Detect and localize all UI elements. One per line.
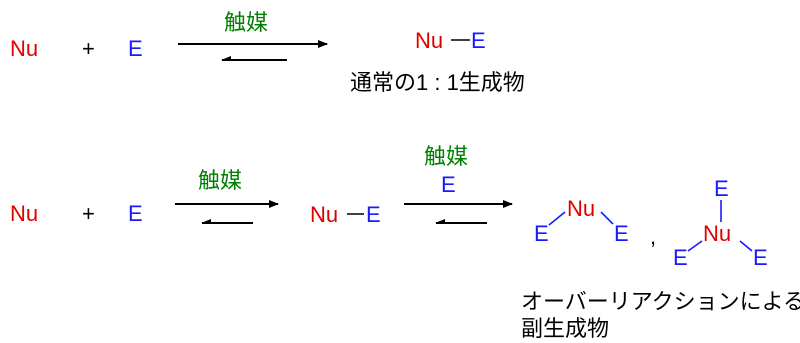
reaction-1: Nu + E 触媒 Nu E 通常の1 : 1生成物 (10, 10, 525, 95)
r2-plus: + (82, 201, 95, 226)
byproduct-triple-addition: E Nu E E (673, 176, 768, 270)
bp2-left-bond (687, 240, 703, 252)
r2-caption-line-2: 副生成物 (521, 316, 609, 341)
bp2-center-nu: Nu (703, 221, 731, 246)
bp2-right-bond (739, 240, 753, 252)
r2-catalyst-label-2: 触媒 (424, 144, 468, 169)
bp2-top-e: E (714, 176, 729, 201)
r1-equilibrium-arrow (178, 40, 328, 61)
r1-product-nu: Nu (415, 28, 443, 53)
bp1-left-bond (548, 211, 566, 226)
r2-intermediate-nu: Nu (310, 202, 338, 227)
r1-electrophile: E (128, 36, 143, 61)
r2-electrophile: E (128, 201, 143, 226)
r1-nucleophile: Nu (10, 36, 38, 61)
r1-catalyst-label: 触媒 (224, 10, 268, 35)
bp1-right-e: E (614, 221, 629, 246)
r2-equilibrium-arrow-2 (404, 200, 513, 224)
r2-reagent-e: E (441, 172, 456, 197)
r2-nucleophile: Nu (10, 201, 38, 226)
r1-product-e: E (471, 28, 486, 53)
r1-product: Nu E (415, 28, 486, 53)
bp1-center-nu: Nu (567, 196, 595, 221)
r2-intermediate: Nu E (310, 202, 381, 227)
r1-plus: + (82, 36, 95, 61)
byproduct-double-addition: E Nu E (534, 196, 629, 246)
byproduct-separator: , (650, 224, 656, 249)
r2-equilibrium-arrow-1 (175, 200, 279, 224)
r2-catalyst-label-1: 触媒 (198, 168, 242, 193)
r2-intermediate-e: E (366, 202, 381, 227)
bp2-left-e: E (673, 245, 688, 270)
bp1-right-bond (600, 211, 614, 225)
bp1-left-e: E (534, 221, 549, 246)
bp2-right-e: E (753, 245, 768, 270)
r1-caption: 通常の1 : 1生成物 (350, 70, 525, 95)
reaction-2: Nu + E 触媒 Nu E 触媒 E E Nu E , E (10, 144, 800, 341)
r2-caption-line-1: オーバーリアクションによる (521, 289, 800, 314)
